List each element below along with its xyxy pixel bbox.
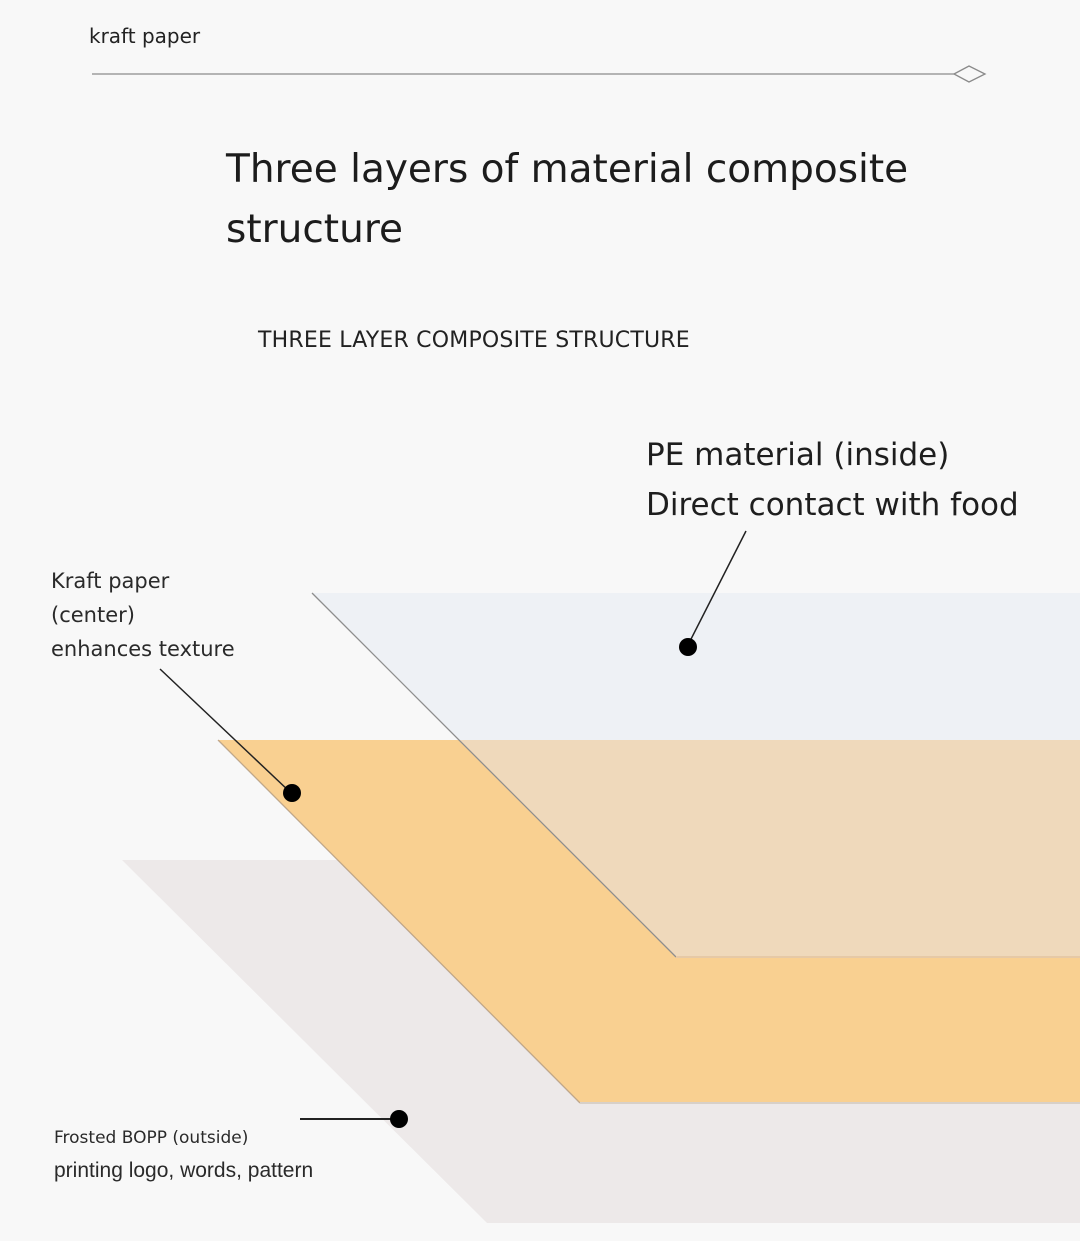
kraft-callout-line3: enhances texture [51, 637, 235, 661]
pe-marker-dot [679, 638, 697, 656]
subtitle: THREE LAYER COMPOSITE STRUCTURE [258, 328, 690, 353]
pe-layer-edge [311, 592, 677, 958]
diamond-outline-icon [952, 65, 987, 83]
kraft-leader-line [159, 668, 291, 793]
pe-leader-line [687, 530, 747, 646]
bopp-callout-title: Frosted BOPP (outside) [54, 1128, 249, 1148]
kraft-callout-line1: Kraft paper [51, 569, 170, 593]
header-rule [92, 65, 987, 83]
kraft-layer-edge [217, 739, 581, 1104]
bopp-marker-dot [390, 1110, 408, 1128]
pe-callout-line1: PE material (inside) [646, 437, 950, 473]
main-title: Three layers of material composite struc… [226, 147, 909, 252]
pe-callout-line2: Direct contact with food [646, 487, 1019, 523]
kraft-callout-line2: (center) [51, 603, 135, 627]
bopp-callout: Frosted BOPP (outside) printing logo, wo… [54, 1124, 313, 1190]
pe-kraft-overlap [459, 740, 1080, 957]
pe-layer [312, 593, 1080, 740]
header-label: kraft paper [89, 24, 201, 48]
kraft-marker-dot [283, 784, 301, 802]
kraft-callout: Kraft paper (center) enhances texture [51, 564, 235, 666]
bopp-callout-desc: printing logo, words, pattern [54, 1159, 314, 1182]
pe-callout: PE material (inside) Direct contact with… [646, 430, 1019, 530]
